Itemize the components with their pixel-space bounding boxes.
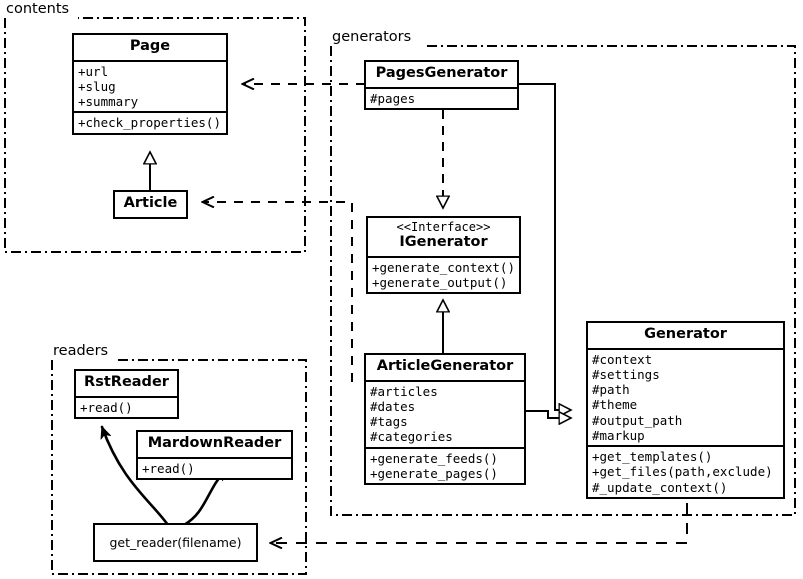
method-row: +generate_pages() (370, 465, 498, 481)
attribute-row: #path (592, 382, 630, 398)
class-article-generator-methods: +generate_feeds() +generate_pages() (366, 446, 524, 484)
class-page[interactable]: Page +url +slug +summary +check_properti… (72, 33, 228, 135)
attribute-row: +slug (78, 78, 116, 94)
class-pages-generator-attributes: #pages (366, 86, 517, 108)
attribute-row: +summary (78, 94, 139, 110)
method-row: +check_properties() (78, 115, 221, 131)
attribute-row: #markup (592, 427, 645, 443)
class-page-methods: +check_properties() (74, 111, 226, 132)
class-mardown-reader-name: MardownReader (147, 435, 282, 451)
class-rst-reader-attributes: +read() (76, 395, 177, 417)
attribute-row: #tags (370, 414, 408, 430)
class-mardown-reader-attributes: +read() (138, 456, 291, 478)
attribute-row: #theme (592, 397, 638, 413)
attribute-row: #categories (370, 429, 453, 445)
class-article-generator-attributes: #articles #dates #tags #categories (366, 379, 524, 447)
method-row: +generate_output() (372, 275, 508, 291)
method-row: +generate_context() (372, 259, 515, 275)
class-page-attributes: +url +slug +summary (74, 59, 226, 112)
attribute-row: #context (592, 351, 653, 367)
package-label-readers: readers (51, 343, 112, 359)
class-pages-generator[interactable]: PagesGenerator #pages (364, 60, 519, 110)
class-generator-methods: +get_templates() +get_files(path,exclude… (588, 445, 783, 497)
attribute-row: +url (78, 63, 109, 79)
class-generator-attributes: #context #settings #path #theme #output_… (588, 347, 783, 446)
method-row: +generate_feeds() (370, 450, 498, 466)
class-pages-generator-name: PagesGenerator (375, 65, 508, 81)
class-igenerator-methods: +generate_context() +generate_output() (368, 255, 519, 293)
attribute-row: #dates (370, 398, 416, 414)
attribute-row: #pages (370, 90, 416, 106)
attribute-row: #settings (592, 366, 660, 382)
method-row: +get_templates() (592, 449, 713, 465)
relation-articlegenerator-generalizes-generator (526, 410, 571, 418)
class-article-generator-name: ArticleGenerator (376, 358, 514, 374)
class-rst-reader-name: RstReader (84, 374, 169, 390)
attribute-row: #articles (370, 383, 438, 399)
class-article[interactable]: Article (113, 190, 188, 219)
function-box-get-reader-label: get_reader(filename) (109, 535, 242, 550)
package-label-contents: contents (4, 1, 73, 17)
relation-pagesgenerator-generalizes-generator (519, 83, 571, 410)
method-row: +read() (80, 399, 133, 415)
class-page-name: Page (129, 38, 171, 54)
class-generator-name: Generator (644, 326, 727, 342)
class-article-name: Article (123, 195, 178, 211)
method-row: #_update_context() (592, 479, 728, 495)
class-igenerator-name: IGenerator (399, 234, 488, 251)
class-mardown-reader[interactable]: MardownReader +read() (136, 430, 293, 480)
class-igenerator[interactable]: <<Interface>> IGenerator +generate_conte… (366, 216, 521, 295)
method-row: +read() (142, 460, 195, 476)
method-row: +get_files(path,exclude) (592, 464, 773, 480)
class-generator[interactable]: Generator #context #settings #path #them… (586, 321, 785, 499)
package-label-generators: generators (330, 29, 415, 45)
function-box-get-reader[interactable]: get_reader(filename) (93, 523, 258, 562)
relation-generator-depends-getreader (271, 503, 688, 543)
class-article-generator[interactable]: ArticleGenerator #articles #dates #tags … (364, 353, 526, 486)
class-rst-reader[interactable]: RstReader +read() (74, 369, 179, 419)
relation-articlegenerator-depends-article (203, 202, 353, 382)
class-igenerator-stereotype: <<Interface>> (396, 220, 491, 234)
attribute-row: #output_path (592, 412, 683, 428)
